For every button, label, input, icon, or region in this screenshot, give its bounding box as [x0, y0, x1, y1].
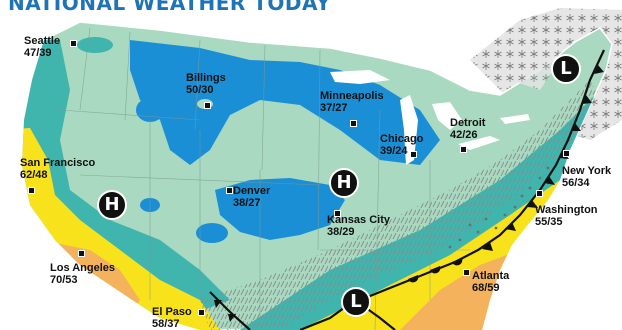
city-temp: 58/37: [152, 318, 180, 330]
city-temp: 37/27: [320, 102, 348, 114]
lake-huron: [432, 102, 462, 130]
city-temp: 38/27: [233, 197, 261, 209]
city-temp: 70/53: [50, 274, 78, 286]
city-name: Los Angeles: [50, 262, 115, 274]
city-chicago: Chicago 39/24: [380, 133, 423, 157]
rain-area: [200, 80, 600, 330]
city-name: Detroit: [450, 117, 486, 129]
city-temp: 39/24: [380, 145, 408, 157]
city-dot: [78, 250, 85, 257]
city-temp: 47/39: [24, 47, 52, 59]
front-southwest: [209, 291, 251, 330]
map-heading: NATIONAL WEATHER TODAY: [8, 0, 332, 15]
cold-zone-central: [215, 178, 345, 240]
city-el-paso: El Paso 58/37: [152, 306, 192, 330]
city-name: Denver: [233, 185, 271, 197]
city-dot: [204, 102, 211, 109]
high-pressure-west: H: [97, 190, 127, 220]
city-dot: [460, 146, 467, 153]
lake-michigan: [400, 95, 418, 165]
city-washington: Washington 55/35: [535, 204, 598, 228]
high-pressure-central: H: [329, 168, 359, 198]
city-los-angeles: Los Angeles 70/53: [50, 262, 115, 286]
city-seattle: Seattle 47/39: [24, 35, 60, 59]
city-dot: [334, 210, 341, 217]
city-atlanta: Atlanta 68/59: [472, 270, 509, 294]
city-dot: [463, 269, 470, 276]
city-name: New York: [562, 165, 612, 177]
city-name: Billings: [186, 72, 226, 84]
city-billings: Billings 50/30: [186, 72, 226, 96]
lake-superior: [330, 70, 390, 84]
city-temp: 42/26: [450, 129, 478, 141]
lake-erie: [458, 136, 500, 150]
city-temp: 38/29: [327, 226, 355, 238]
city-dot: [70, 40, 77, 47]
city-name: Seattle: [24, 35, 61, 47]
city-name: Atlanta: [472, 270, 510, 282]
lake-ontario: [500, 114, 530, 124]
warm-front-semicircles: [408, 258, 463, 283]
city-name: El Paso: [152, 306, 192, 318]
city-name: Washington: [535, 204, 598, 216]
city-name: San Francisco: [20, 157, 96, 169]
city-new-york: New York 56/34: [562, 165, 611, 189]
city-dot: [536, 190, 543, 197]
city-minneapolis: Minneapolis 37/27: [320, 90, 384, 114]
city-dot: [350, 120, 357, 127]
city-dot: [226, 187, 233, 194]
low-pressure-northeast: L: [551, 54, 581, 84]
city-detroit: Detroit 42/26: [450, 117, 485, 141]
city-temp: 68/59: [472, 282, 500, 294]
city-dot: [563, 150, 570, 157]
city-san-francisco: San Francisco 62/48: [20, 157, 95, 181]
city-dot: [198, 309, 205, 316]
city-temp: 55/35: [535, 216, 563, 228]
rain-symbols: [448, 166, 550, 249]
city-name: Kansas City: [327, 214, 390, 226]
low-pressure-south: L: [341, 287, 371, 317]
city-dot: [28, 187, 35, 194]
city-dot: [410, 151, 417, 158]
city-temp: 62/48: [20, 169, 48, 181]
city-temp: 56/34: [562, 177, 590, 189]
city-denver: Denver 38/27: [233, 185, 270, 209]
city-temp: 50/30: [186, 84, 214, 96]
city-name: Minneapolis: [320, 90, 384, 102]
cold-zone-north: [130, 40, 440, 165]
city-name: Chicago: [380, 133, 424, 145]
city-kansas-city: Kansas City 38/29: [327, 214, 390, 238]
